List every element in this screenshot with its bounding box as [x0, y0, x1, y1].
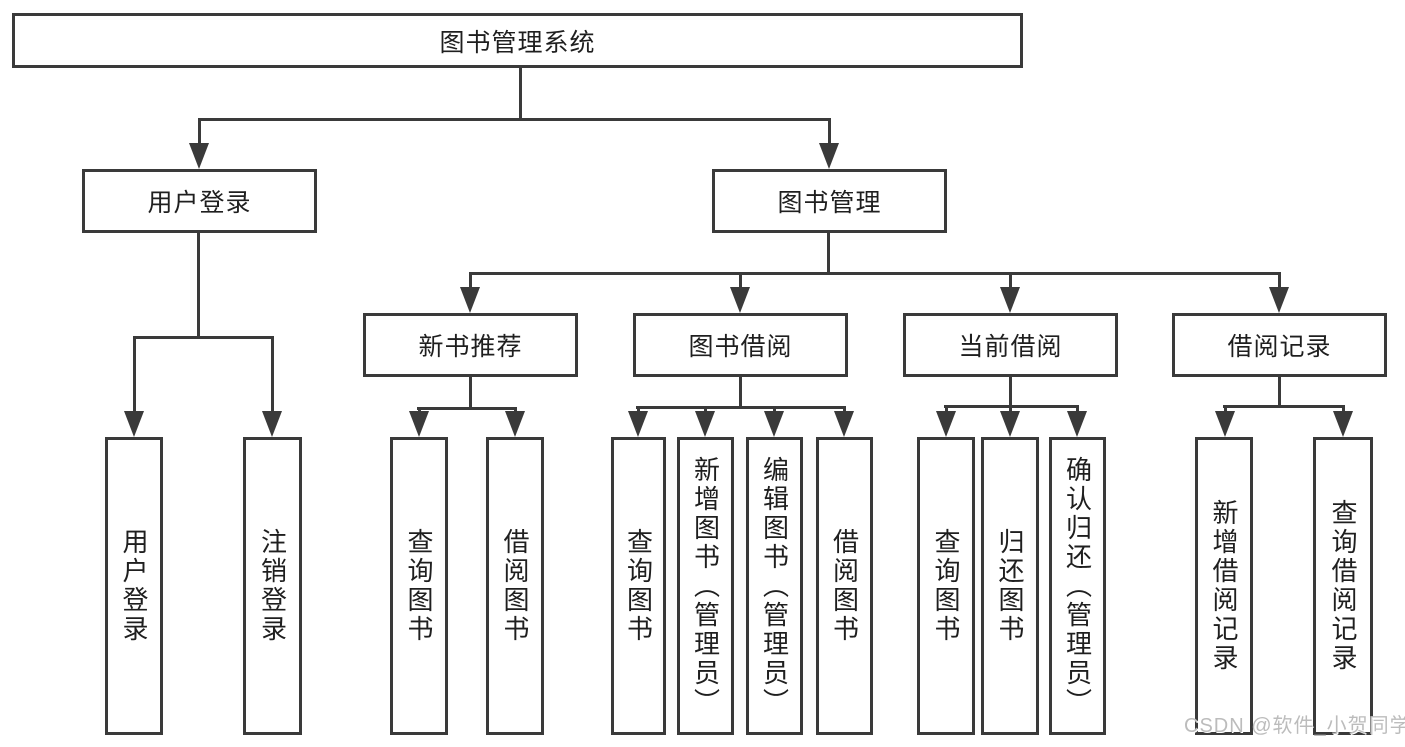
arrow-down-icon	[834, 411, 854, 437]
leaf-add-book-admin: 新增图书（管理员）	[677, 437, 734, 735]
connector-line	[1076, 405, 1079, 415]
connector-line	[945, 405, 948, 415]
arrow-down-icon	[936, 411, 956, 437]
node-label: 新书推荐	[418, 333, 523, 361]
connector-line	[197, 233, 200, 339]
node-label: 当前借阅	[958, 333, 1063, 361]
arrow-down-icon	[730, 287, 750, 313]
connector-line	[519, 68, 522, 118]
leaf-return-books: 归还图书	[981, 437, 1039, 735]
node-borrowing-records: 借阅记录	[1172, 313, 1387, 377]
node-label: 图书管理	[777, 189, 882, 217]
connector-line	[739, 272, 742, 290]
connector-line	[271, 336, 274, 413]
arrow-down-icon	[505, 411, 525, 437]
connector-line	[636, 406, 846, 409]
arrow-down-icon	[628, 411, 648, 437]
connector-line	[828, 118, 831, 146]
connector-line	[133, 336, 274, 339]
arrow-down-icon	[460, 287, 480, 313]
leaf-label: 查询借阅记录	[1328, 499, 1358, 673]
leaf-label: 用户登录	[119, 528, 149, 644]
leaf-label: 新增借阅记录	[1209, 499, 1239, 673]
leaf-query-books-recommend: 查询图书	[390, 437, 448, 735]
connector-line	[1278, 272, 1281, 290]
node-label: 图书管理系统	[439, 28, 596, 57]
csdn-watermark: CSDN @软件_小贺同学	[1184, 715, 1405, 737]
connector-line	[1009, 405, 1012, 415]
leaf-confirm-return-admin: 确认归还（管理员）	[1049, 437, 1106, 735]
connector-line	[198, 118, 201, 146]
arrow-down-icon	[1333, 411, 1353, 437]
leaf-label: 注销登录	[257, 528, 288, 644]
connector-line	[1009, 272, 1012, 290]
arrow-down-icon	[409, 411, 429, 437]
leaf-label: 归还图书	[995, 528, 1025, 644]
leaf-borrow-books-borrowing: 借阅图书	[816, 437, 873, 735]
arrow-down-icon	[1215, 411, 1235, 437]
connector-line	[469, 272, 472, 290]
leaf-label: 查询图书	[404, 528, 434, 644]
leaf-query-books-current: 查询图书	[917, 437, 975, 735]
node-book-borrowing: 图书借阅	[633, 313, 848, 377]
node-user-login: 用户登录	[82, 169, 317, 233]
connector-line	[843, 406, 846, 415]
arrow-down-icon	[1269, 287, 1289, 313]
node-new-book-recommend: 新书推荐	[363, 313, 578, 377]
arrow-down-icon	[124, 411, 144, 437]
connector-line	[417, 407, 517, 410]
arrow-down-icon	[819, 143, 839, 169]
connector-line	[198, 118, 831, 121]
connector-line	[1224, 405, 1227, 415]
leaf-query-books-borrowing: 查询图书	[611, 437, 666, 735]
arrow-down-icon	[1000, 287, 1020, 313]
leaf-user-login: 用户登录	[105, 437, 163, 735]
leaf-query-borrow-record: 查询借阅记录	[1313, 437, 1373, 735]
node-book-management: 图书管理	[712, 169, 947, 233]
connector-line	[469, 272, 1281, 275]
leaf-edit-book-admin: 编辑图书（管理员）	[746, 437, 803, 735]
node-label: 借阅记录	[1227, 333, 1332, 361]
leaf-logout: 注销登录	[243, 437, 302, 735]
leaf-label: 确认归还（管理员）	[1062, 455, 1093, 717]
leaf-label: 新增图书（管理员）	[690, 455, 721, 717]
connector-line	[469, 377, 472, 410]
connector-line	[1223, 405, 1345, 408]
leaf-label: 查询图书	[623, 528, 654, 644]
node-label: 图书借阅	[688, 333, 793, 361]
connector-line	[739, 377, 742, 409]
connector-line	[637, 406, 640, 415]
leaf-label: 借阅图书	[829, 528, 860, 644]
arrow-down-icon	[262, 411, 282, 437]
leaf-borrow-books-recommend: 借阅图书	[486, 437, 544, 735]
node-label: 用户登录	[147, 189, 252, 217]
connector-line	[773, 406, 776, 415]
node-current-borrowing: 当前借阅	[903, 313, 1118, 377]
connector-line	[133, 336, 136, 413]
leaf-label: 查询图书	[931, 528, 961, 644]
arrow-down-icon	[764, 411, 784, 437]
leaf-label: 借阅图书	[500, 528, 530, 644]
leaf-label: 编辑图书（管理员）	[759, 455, 790, 717]
arrow-down-icon	[1000, 411, 1020, 437]
connector-line	[1009, 377, 1012, 408]
connector-line	[827, 233, 830, 275]
arrow-down-icon	[1067, 411, 1087, 437]
connector-line	[704, 406, 707, 415]
connector-line	[1342, 405, 1345, 415]
arrow-down-icon	[695, 411, 715, 437]
node-library-management-system: 图书管理系统	[12, 13, 1023, 68]
arrow-down-icon	[189, 143, 209, 169]
leaf-add-borrow-record: 新增借阅记录	[1195, 437, 1253, 735]
connector-line	[1278, 377, 1281, 408]
